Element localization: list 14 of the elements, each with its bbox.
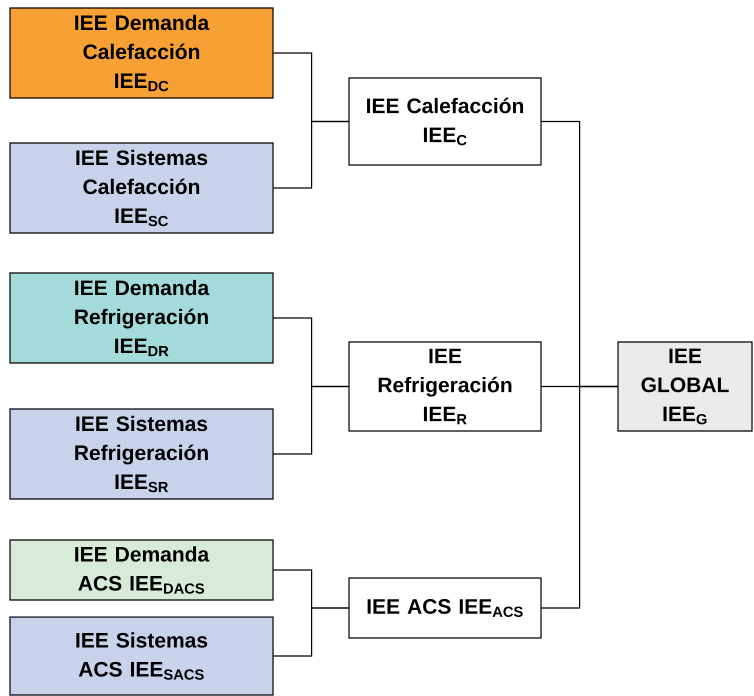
connector-line bbox=[542, 386, 618, 609]
input-box: IEE Sistemas Calefacción IEE$_{SC}$ bbox=[9, 142, 274, 234]
connector-line bbox=[274, 120, 348, 189]
input-box: IEE Demanda Refrigeración IEE$_{DR}$ bbox=[9, 272, 274, 364]
input-box: IEE Demanda Calefacción IEE$_{DC}$ bbox=[9, 7, 274, 99]
input-box: IEE Sistemas Refrigeración IEE$_{SR}$ bbox=[9, 408, 274, 500]
process-box: IEE Calefacción IEE$_{C}$ bbox=[348, 77, 542, 166]
connector-line bbox=[274, 607, 348, 657]
result-box: IEE GLOBAL IEE$_{G}$ bbox=[617, 341, 753, 432]
process-box: IEE Refrigeración IEE$_{R}$ bbox=[348, 341, 542, 432]
process-box: IEE ACS IEE$_{ACS}$ bbox=[348, 577, 542, 639]
input-box: IEE Sistemas ACS IEE$_{SACS}$ bbox=[9, 616, 274, 696]
connector-line bbox=[274, 386, 348, 455]
input-box: IEE Demanda ACS IEE$_{DACS}$ bbox=[9, 539, 274, 601]
